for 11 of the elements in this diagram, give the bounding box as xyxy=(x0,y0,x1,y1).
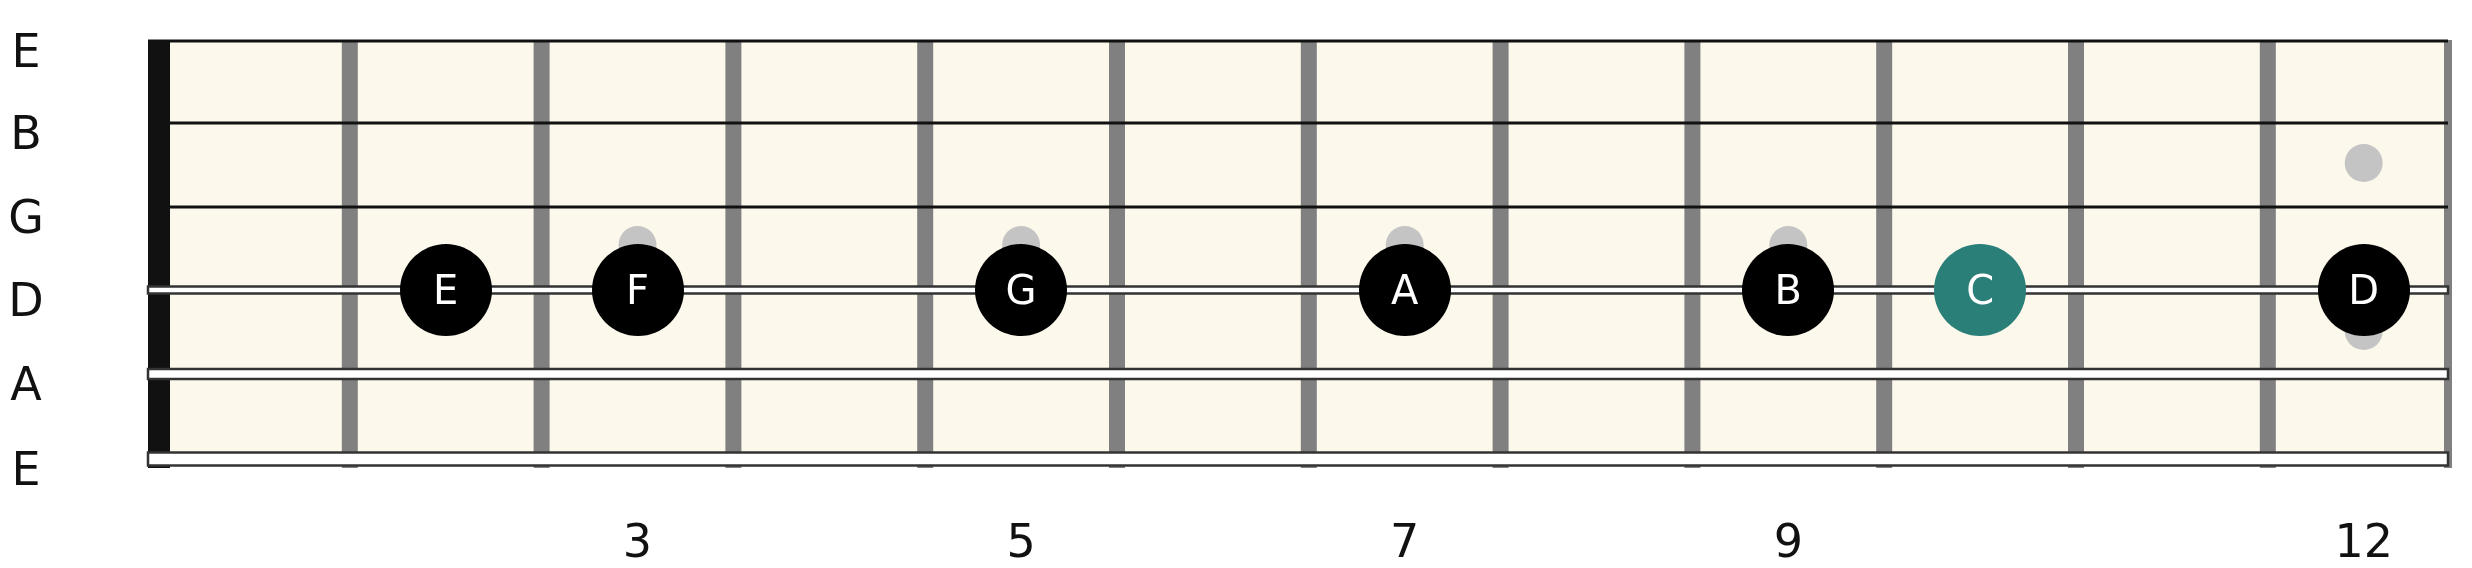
fret-number: 3 xyxy=(622,518,653,564)
fret-number: 9 xyxy=(1773,518,1803,564)
fret-number: 5 xyxy=(1006,518,1036,564)
string-name: D xyxy=(8,277,44,323)
fret-number: 12 xyxy=(2334,518,2393,564)
string-name: A xyxy=(10,361,42,407)
string-name: B xyxy=(10,110,42,156)
string-name: G xyxy=(8,194,44,240)
string-name: E xyxy=(11,446,41,492)
string-name: E xyxy=(11,28,41,74)
fret-number: 7 xyxy=(1390,518,1420,564)
